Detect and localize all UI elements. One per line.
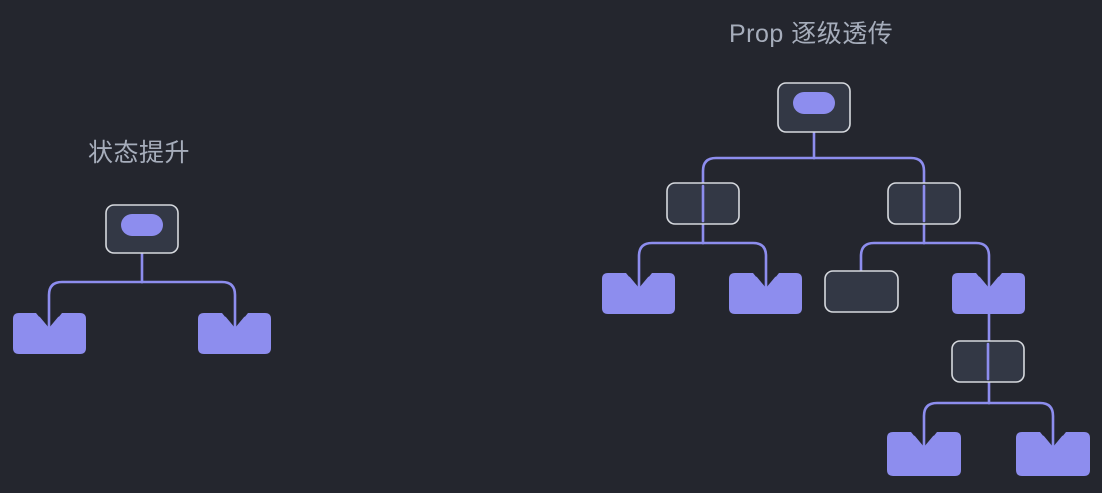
arrowhead-r-leaf-1 <box>627 276 651 292</box>
edge-mid-l-to-leaf-1 <box>637 241 705 292</box>
edge-r-root-to-mid-l <box>701 156 816 185</box>
arrowhead-r-leaf-3 <box>977 276 1001 292</box>
node-l-child1[interactable] <box>13 313 86 354</box>
node-r-leaf-5[interactable] <box>1016 432 1090 476</box>
edge-mid-r-to-leaf-3 <box>922 241 991 292</box>
node-r-leaf-5-box[interactable] <box>1016 432 1090 476</box>
state-lifting-diagram <box>13 204 271 354</box>
node-l-child2[interactable] <box>198 313 271 354</box>
node-r-empty[interactable] <box>824 270 899 313</box>
edge-mid-b-to-leaf-4 <box>922 401 991 451</box>
edge-mid-r-to-empty <box>859 241 926 273</box>
node-r-leaf-4-box[interactable] <box>887 432 961 476</box>
edge-r-root-to-mid-r <box>812 156 926 185</box>
node-r-leaf-1-box[interactable] <box>602 273 675 314</box>
node-r-empty-box[interactable] <box>824 270 899 313</box>
node-r-leaf-4[interactable] <box>887 432 961 476</box>
state-lifting-title: 状态提升 <box>88 139 191 167</box>
node-r-leaf-1[interactable] <box>602 273 675 314</box>
node-r-leaf-2[interactable] <box>729 273 802 314</box>
node-r-mid-right[interactable] <box>887 182 961 225</box>
node-l-child2-box[interactable] <box>198 313 271 354</box>
node-r-mid-bottom[interactable] <box>951 340 1025 383</box>
node-r-mid-left[interactable] <box>666 182 740 225</box>
edge-root-to-child1 <box>47 280 144 332</box>
node-r-root[interactable] <box>777 82 851 133</box>
prop-drilling-title: Prop 逐级透传 <box>729 20 894 48</box>
node-l-child1-box[interactable] <box>13 313 86 354</box>
edge-root-to-child2 <box>140 280 237 332</box>
edge-mid-b-to-leaf-5 <box>987 401 1055 451</box>
prop-drilling-diagram <box>602 82 1090 476</box>
node-r-leaf-3[interactable] <box>952 273 1025 314</box>
arrowhead-l-child1 <box>37 316 61 332</box>
edge-mid-l-to-leaf-2 <box>701 241 768 292</box>
node-r-leaf-2-box[interactable] <box>729 273 802 314</box>
arrowhead-r-leaf-2 <box>754 276 778 292</box>
arrowhead-l-child2 <box>223 316 247 332</box>
arrowhead-r-leaf-4 <box>912 435 936 451</box>
node-l-root[interactable] <box>105 204 179 254</box>
node-l-root-state-pill <box>121 214 163 236</box>
node-r-leaf-3-box[interactable] <box>952 273 1025 314</box>
node-r-root-state-pill <box>793 92 835 114</box>
arrowhead-r-leaf-5 <box>1041 435 1065 451</box>
